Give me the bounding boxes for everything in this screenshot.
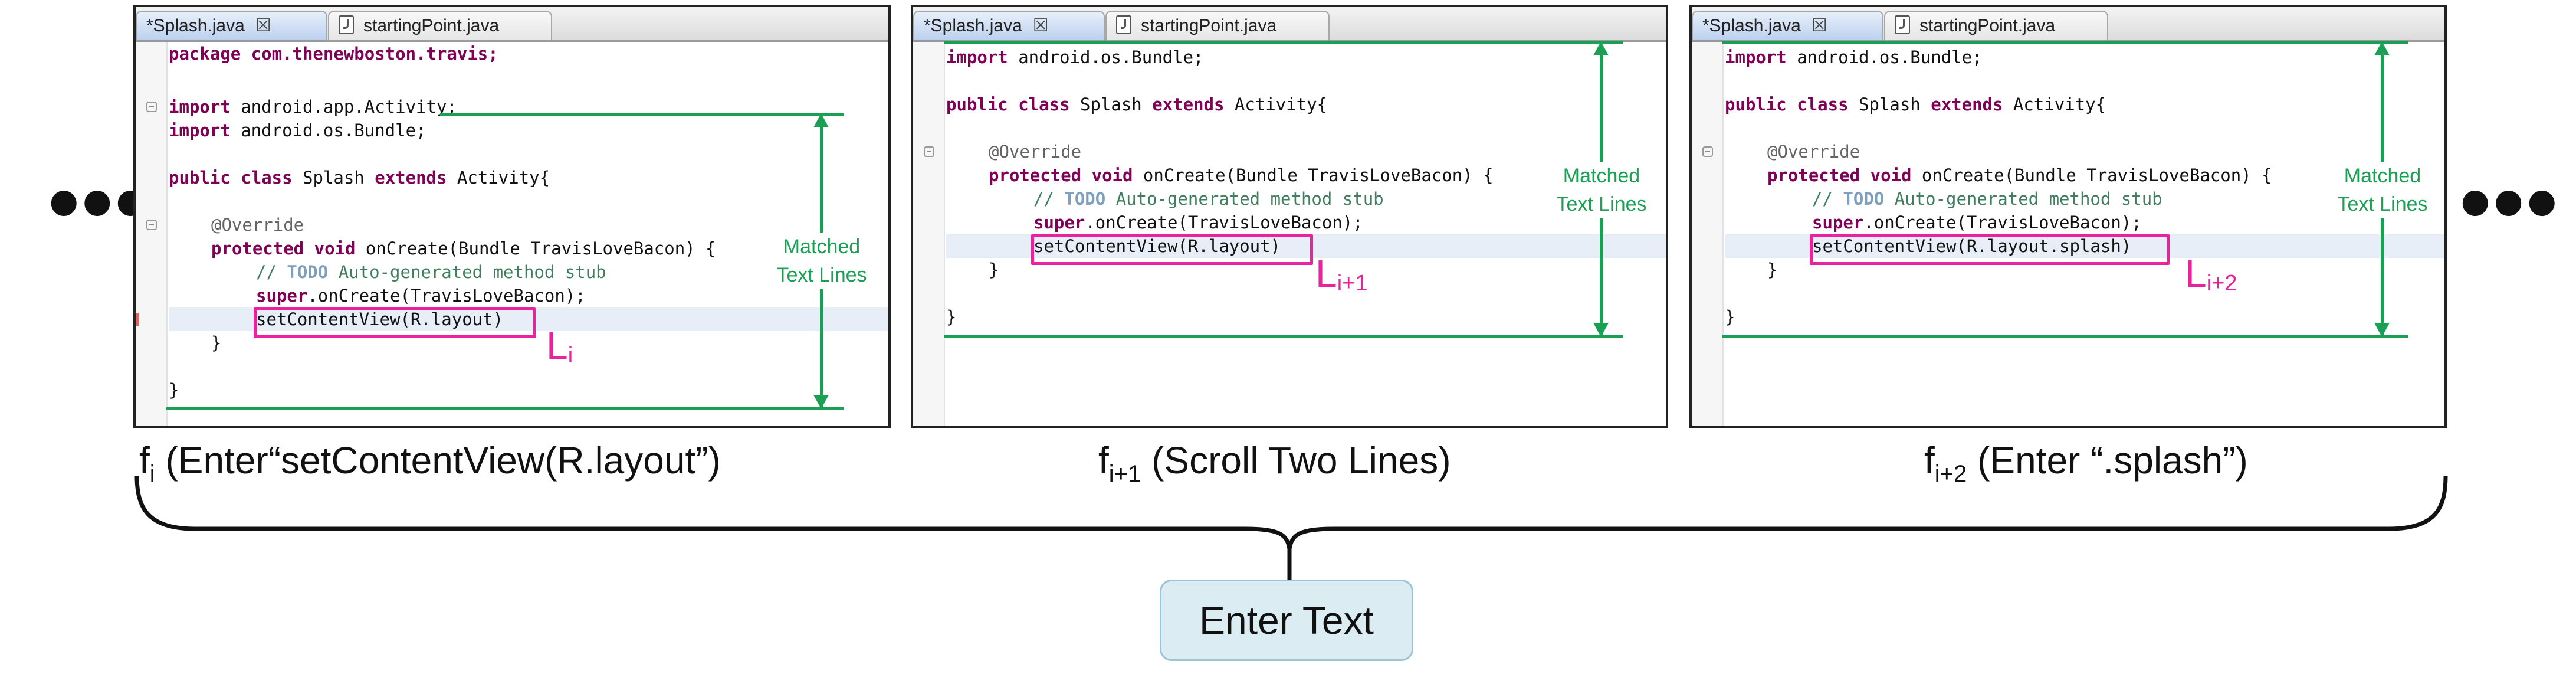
tab-label: startingPoint.java <box>363 16 500 35</box>
tab-startingpoint-java[interactable]: startingPoint.java <box>1105 11 1330 40</box>
code-line: super.onCreate(TravisLoveBacon); <box>1812 212 2142 233</box>
matched-end-line <box>166 407 844 410</box>
tab-splash-java[interactable]: *Splash.java ☒ <box>1692 11 1883 40</box>
enter-text-action-box: Enter Text <box>1160 580 1413 661</box>
entered-line-highlight <box>1031 234 1313 265</box>
code-line: import android.os.Bundle; <box>946 47 1204 67</box>
fold-icon[interactable] <box>146 102 157 112</box>
matched-end-line <box>944 335 1623 338</box>
close-icon[interactable]: ☒ <box>1811 16 1827 35</box>
code-line: package com.thenewboston.travis; <box>169 44 498 64</box>
fold-icon[interactable] <box>1702 146 1713 157</box>
code-line: // TODO Auto-generated method stub <box>256 262 606 282</box>
ellipsis-left: ••• <box>48 152 149 251</box>
code-line: import android.os.Bundle; <box>169 120 426 140</box>
tab-label: *Splash.java <box>1702 16 1801 35</box>
entered-line-highlight <box>1810 234 2170 265</box>
code-line: } <box>1767 260 1778 280</box>
code-line: super.onCreate(TravisLoveBacon); <box>1033 212 1363 233</box>
close-icon[interactable]: ☒ <box>255 16 271 35</box>
code-line: super.onCreate(TravisLoveBacon); <box>256 286 586 306</box>
tab-splash-java[interactable]: *Splash.java ☒ <box>913 11 1105 40</box>
frame-i: *Splash.java ☒ startingPoint.java package… <box>133 5 891 428</box>
java-file-icon <box>1116 15 1131 34</box>
tab-startingpoint-java[interactable]: startingPoint.java <box>1884 11 2108 40</box>
editor-tab-bar: *Splash.java ☒ startingPoint.java <box>136 7 888 42</box>
code-line: import android.app.Activity; <box>169 97 457 117</box>
caption-frame-i: fi (Enter“setContentView(R.layout”) <box>139 439 721 487</box>
line-label-i1: Li+1 <box>1315 251 1368 296</box>
error-marker <box>136 313 139 326</box>
matched-end-line <box>1722 335 2408 338</box>
code-editor[interactable]: package com.thenewboston.travis; import … <box>136 42 888 426</box>
code-line: import android.os.Bundle; <box>1725 47 1983 67</box>
code-line: } <box>946 307 957 327</box>
code-line: public class Splash extends Activity{ <box>946 94 1328 114</box>
fold-icon[interactable] <box>924 146 934 157</box>
code-line: } <box>989 260 999 280</box>
code-line: @Override <box>1767 142 1860 162</box>
fold-icon[interactable] <box>146 220 157 230</box>
close-icon[interactable]: ☒ <box>1032 16 1049 35</box>
code-line: // TODO Auto-generated method stub <box>1812 189 2162 209</box>
editor-gutter <box>913 42 945 426</box>
entered-line-highlight <box>254 307 536 338</box>
code-line: } <box>169 380 179 400</box>
editor-tab-bar: *Splash.java ☒ startingPoint.java <box>913 7 1666 42</box>
caption-frame-i1: fi+1 (Scroll Two Lines) <box>1098 439 1451 487</box>
tab-label: *Splash.java <box>146 16 245 35</box>
java-file-icon <box>1895 15 1910 34</box>
code-line: @Override <box>989 142 1082 162</box>
code-line: protected void onCreate(Bundle TravisLov… <box>211 238 716 259</box>
code-line: protected void onCreate(Bundle TravisLov… <box>989 165 1494 185</box>
ellipsis-right: ••• <box>2460 152 2560 251</box>
code-line: // TODO Auto-generated method stub <box>1033 189 1384 209</box>
tab-splash-java[interactable]: *Splash.java ☒ <box>136 11 327 40</box>
frame-i2: *Splash.java ☒ startingPoint.java import … <box>1689 5 2447 428</box>
tab-label: startingPoint.java <box>1919 16 2056 35</box>
matched-start-line <box>440 113 844 116</box>
code-line: public class Splash extends Activity{ <box>1725 94 2106 114</box>
code-editor[interactable]: import android.os.Bundle; public class S… <box>1692 42 2444 426</box>
tab-label: startingPoint.java <box>1141 16 1277 35</box>
code-line: protected void onCreate(Bundle TravisLov… <box>1767 165 2272 185</box>
tab-startingpoint-java[interactable]: startingPoint.java <box>328 11 552 40</box>
line-label-i: Li <box>546 323 573 368</box>
code-line: } <box>1725 307 1735 327</box>
java-file-icon <box>339 15 354 34</box>
editor-gutter <box>1692 42 1724 426</box>
editor-gutter <box>136 42 168 426</box>
matched-start-line <box>944 41 1623 44</box>
code-line: public class Splash extends Activity{ <box>169 168 550 188</box>
current-line: setContentView(R.layout) <box>169 307 888 331</box>
editor-tab-bar: *Splash.java ☒ startingPoint.java <box>1692 7 2444 42</box>
tab-label: *Splash.java <box>924 16 1022 35</box>
code-line: @Override <box>211 215 304 235</box>
line-label-i2: Li+2 <box>2185 251 2237 296</box>
frame-i1: *Splash.java ☒ startingPoint.java import … <box>911 5 1668 428</box>
matched-start-line <box>1722 41 2408 44</box>
current-line: setContentView(R.layout) <box>946 234 1666 258</box>
code-line: } <box>211 333 222 353</box>
caption-frame-i2: fi+2 (Enter “.splash”) <box>1924 439 2248 487</box>
current-line: setContentView(R.layout.splash) <box>1725 234 2444 258</box>
code-editor[interactable]: import android.os.Bundle; public class S… <box>913 42 1666 426</box>
